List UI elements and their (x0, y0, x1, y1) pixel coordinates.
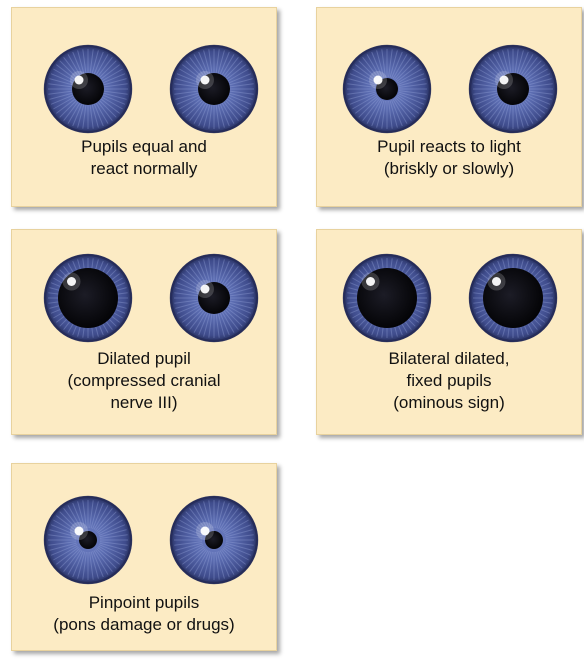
right-eye-icon (168, 252, 260, 344)
left-eye-icon (42, 494, 134, 586)
panel-dilated-pupil: Dilated pupil (compressed cranial nerve … (11, 229, 277, 435)
panel-bilateral-dilated: Bilateral dilated, fixed pupils (ominous… (316, 229, 582, 435)
panel-caption: Pupil reacts to light (briskly or slowly… (317, 136, 581, 180)
right-eye-icon (168, 494, 260, 586)
panel-caption: Pupils equal and react normally (12, 136, 276, 180)
panel-caption: Pinpoint pupils (pons damage or drugs) (12, 592, 276, 636)
panel-equal-reactive: Pupils equal and react normally (11, 7, 277, 207)
left-eye-icon (341, 252, 433, 344)
right-eye-icon (467, 252, 559, 344)
panel-pinpoint-pupils: Pinpoint pupils (pons damage or drugs) (11, 463, 277, 651)
left-eye-icon (42, 252, 134, 344)
panel-caption: Dilated pupil (compressed cranial nerve … (12, 348, 276, 414)
panel-caption: Bilateral dilated, fixed pupils (ominous… (317, 348, 581, 414)
right-eye-icon (467, 43, 559, 135)
panel-reacts-to-light: Pupil reacts to light (briskly or slowly… (316, 7, 582, 207)
left-eye-icon (341, 43, 433, 135)
right-eye-icon (168, 43, 260, 135)
left-eye-icon (42, 43, 134, 135)
